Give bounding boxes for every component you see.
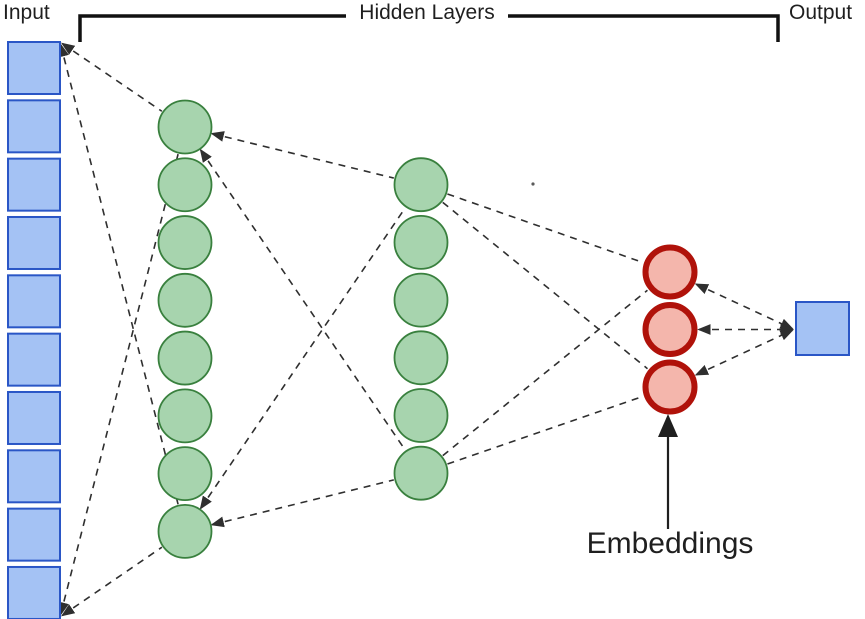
input-node: [7, 449, 61, 504]
input-node: [7, 41, 61, 95]
connector-line: [694, 283, 794, 330]
connector-line: [442, 201, 648, 370]
input-node: [7, 332, 61, 387]
connector-line: [199, 148, 406, 451]
connector-line: [199, 207, 406, 510]
embedding-node: [642, 302, 698, 357]
output-label: Output: [789, 1, 853, 24]
connector-line: [447, 395, 643, 465]
input-node: [7, 507, 61, 562]
connector-line: [442, 289, 648, 457]
connector-line: [60, 546, 163, 617]
input-node: [7, 390, 61, 445]
connector-line: [210, 131, 394, 179]
embedding-node: [642, 244, 698, 300]
input-node: [7, 99, 61, 154]
hidden1-node: [157, 215, 213, 270]
connector-line: [694, 329, 794, 376]
hidden1-node: [157, 157, 213, 213]
hidden2-node: [393, 214, 449, 270]
hidden2-node: [393, 445, 449, 501]
hidden1-node: [157, 388, 213, 444]
hidden1-node: [157, 99, 213, 155]
input-label: Input: [3, 1, 50, 24]
hidden1-node: [157, 330, 213, 386]
hidden1-node: [157, 503, 213, 559]
hidden1-node: [157, 272, 213, 328]
connector-line: [58, 43, 179, 505]
embeddings-label: Embeddings: [586, 527, 754, 560]
output-node: [795, 301, 850, 356]
embedding-node: [642, 359, 698, 415]
connector-line: [210, 479, 395, 528]
input-node: [7, 215, 61, 270]
network-nodes: [7, 41, 850, 619]
hidden2-node: [393, 272, 449, 328]
embeddings-arrow: [658, 414, 678, 529]
connector-line: [58, 153, 179, 616]
hidden-layers-bracket: [78, 14, 780, 42]
input-node: [7, 565, 61, 619]
hidden1-node: [157, 446, 213, 502]
input-node: [7, 157, 61, 212]
hidden-layers-label: Hidden Layers: [359, 1, 495, 24]
connector-lines: [58, 42, 794, 617]
input-node: [7, 274, 61, 329]
stray-dot: [531, 182, 535, 186]
hidden2-node: [393, 330, 449, 386]
hidden2-node: [393, 157, 449, 213]
connector-line: [447, 193, 643, 264]
connector-line: [60, 42, 163, 112]
hidden2-node: [393, 388, 449, 443]
embeddings-arrowhead: [658, 414, 678, 437]
